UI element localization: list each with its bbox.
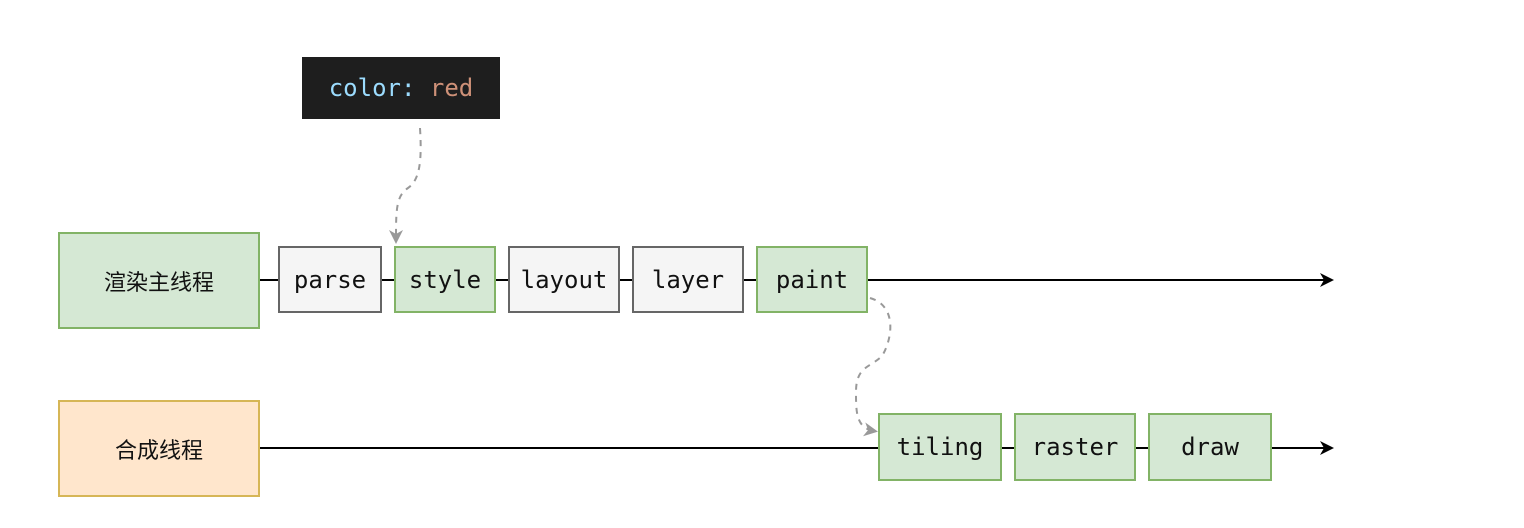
stage-draw: draw <box>1148 413 1272 481</box>
stage-layer: layer <box>632 246 744 313</box>
code-separator: : <box>400 74 430 102</box>
stage-parse: parse <box>278 246 382 313</box>
dashed-arrow-code-to-style <box>389 127 422 244</box>
stage-layout: layout <box>508 246 620 313</box>
code-value: red <box>429 74 474 102</box>
stage-tiling: tiling <box>878 413 1002 481</box>
compositor-thread-label: 合成线程 <box>58 400 260 497</box>
main-thread-label: 渲染主线程 <box>58 232 260 329</box>
stage-style: style <box>394 246 496 313</box>
stage-paint: paint <box>756 246 868 313</box>
code-property: color <box>328 74 401 102</box>
stage-raster: raster <box>1014 413 1136 481</box>
css-code-snippet: color: red <box>302 57 500 119</box>
dashed-arrow-paint-to-tiling <box>854 297 892 437</box>
